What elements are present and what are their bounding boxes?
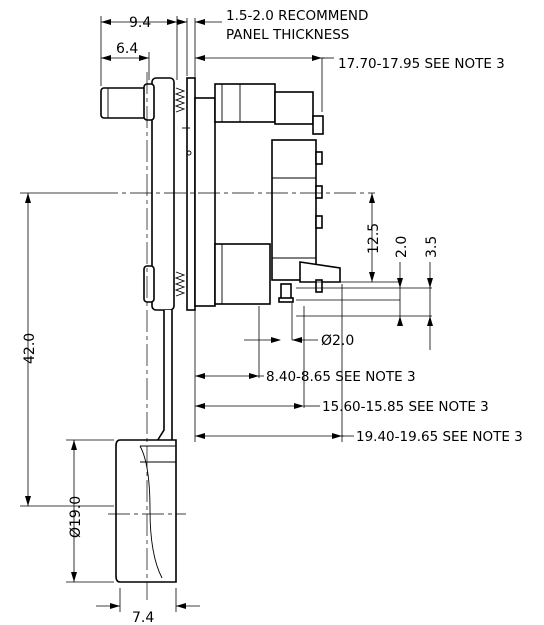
dim-2-0: 2.0 [394, 236, 410, 258]
dim-12-5: 12.5 [366, 223, 382, 254]
dim-42-0: 42.0 [22, 333, 38, 364]
dim-dia-19-0: Ø19.0 [68, 496, 84, 538]
panel-thickness-line2: PANEL THICKNESS [226, 27, 349, 43]
dim-3-5: 3.5 [424, 236, 440, 258]
dim-8-40: 8.40-8.65 SEE NOTE 3 [266, 369, 416, 385]
dim-19-40: 19.40-19.65 SEE NOTE 3 [356, 429, 523, 445]
centerlines [96, 72, 375, 600]
dim-15-60: 15.60-15.85 SEE NOTE 3 [322, 399, 489, 415]
dim-9-4: 9.4 [129, 15, 151, 31]
dim-6-4: 6.4 [116, 41, 138, 57]
dim-7-4: 7.4 [132, 610, 154, 625]
panel-thickness-line1: 1.5-2.0 RECOMMEND [226, 8, 368, 24]
dim-17-70: 17.70-17.95 SEE NOTE 3 [338, 56, 505, 72]
part-outline [100, 77, 341, 583]
dim-dia-2-0: Ø2.0 [321, 333, 354, 349]
label-leaders [262, 57, 354, 437]
arrowheads [25, 19, 433, 609]
